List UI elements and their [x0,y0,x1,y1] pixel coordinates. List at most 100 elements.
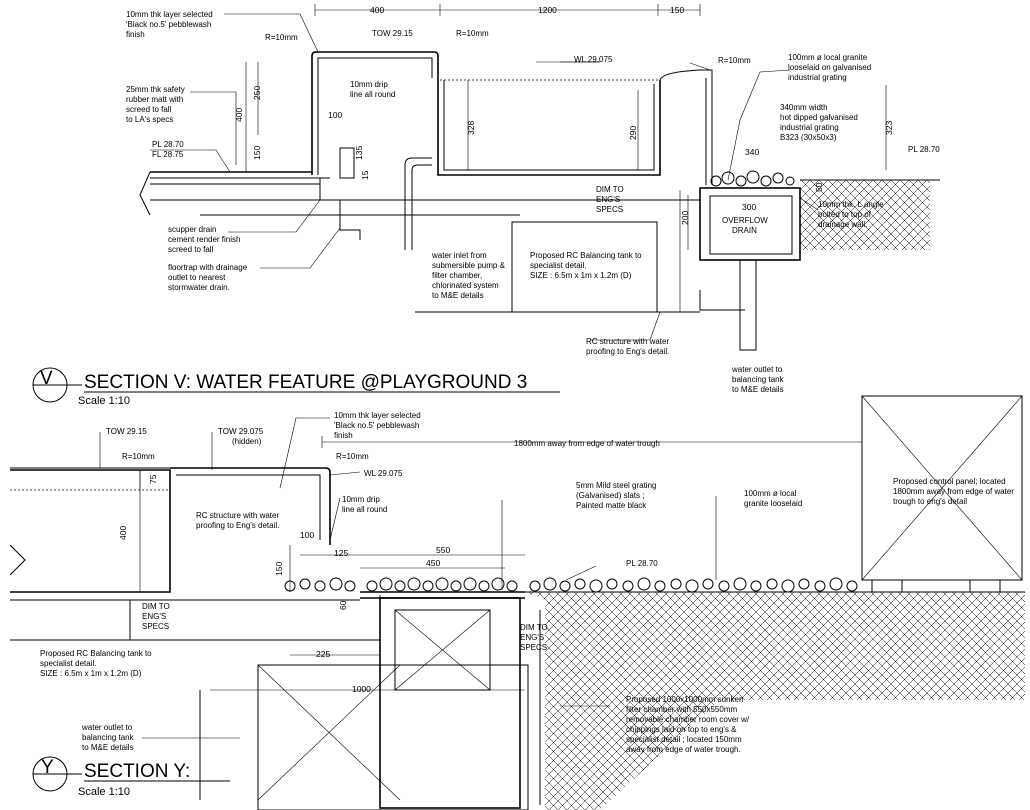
dim-400-top: 400 [370,5,384,15]
section-v-label-granite-3: industrial grating [788,73,847,82]
section-y-label-filter-6: away from edge of water trough. [626,745,741,754]
section-v-label-tank-3: SIZE : 6.5m x 1m x 1.2m (D) [530,271,632,280]
section-v-label-pebblewash-2: 'Black no.5' pebblewash [126,20,211,29]
section-bubble-v-label: V [40,368,53,389]
section-v-label-drip-2: line all round [350,90,395,99]
dim-1200: 1200 [538,5,557,15]
section-y-dimension-d450: 450 [426,558,440,568]
section-y-label-drip-1: 10mm drip [342,495,380,504]
section-v-dimension-d340: 340 [745,147,759,157]
section-v-label-inlet-5: to M&E details [432,291,484,300]
section-v-dimension-d250: 250 [252,86,262,100]
section-v-label-tank-1: Proposed RC Balancing tank to [530,251,642,260]
section-v-label-inlet-2: submersible pump & [432,261,506,270]
section-v-label-granite-2: looselaid on galvanised [788,63,871,72]
section-v-label-outlet-1: water outlet to [731,365,783,374]
section-y-label-steel-2: (Galvanised) slats ; [576,491,644,500]
section-v-label-floortrap-3: stormwater drain. [168,283,230,292]
section-v-label-tank-2: specialist detail. [530,261,586,270]
section-y-label-rc-1: RC structure with water [196,511,279,520]
section-v-label-scupper-1: scupper drain [168,225,216,234]
section-y: TOW 29.15 TOW 29.075 (hidden) 10mm thk l… [9,395,1025,810]
section-y-dimension-d125: 125 [334,548,348,558]
section-v-label-grating-2: hot dipped galvanised [780,113,858,122]
section-v-label-dim-eng-1: DIM TO [596,185,624,194]
section-y-label-control-1: Proposed control panel; located [893,477,1006,486]
section-v-label-granite-1: 100mm ø local granite [788,53,868,62]
section-v-label-r10-mid: R=10mm [456,29,489,38]
section-v-label-rc-2: proofing to Eng's detail. [586,347,669,356]
section-y-scale: Scale 1:10 [78,786,130,798]
section-v-dimension-d290: 290 [628,126,638,140]
granite-stones-y [284,577,858,593]
section-v-label-angle-1: 10mm thk. L angle [818,200,884,209]
section-v: 400 1200 150 [32,4,940,407]
section-y-dimension-d550: 550 [436,545,450,555]
section-y-label-r10-left: R=10mm [122,452,155,461]
section-y-label-outlet-1: water outlet to [81,723,133,732]
section-v-label-outlet-3: to M&E details [732,385,784,394]
section-y-label-granite-2: granite looselaid [744,499,802,508]
section-y-label-dim-eng-a-3: SPECS [142,622,169,631]
section-v-dimension-d135: 135 [354,146,364,160]
section-y-label-rc-2: proofing to Eng's detail. [196,521,279,530]
section-v-label-tow: TOW 29.15 [372,29,413,38]
section-v-dimension-d400-left: 400 [234,108,244,122]
section-v-label-dim-eng-2: ENG'S [596,195,620,204]
section-y-label-control-2: 1800mm away from edge of water [893,487,1014,496]
section-v-label-r10-left: R=10mm [265,33,298,42]
section-v-label-angle-3: drainage wall. [818,220,867,229]
section-y-label-granite-1: 100mm ø local [744,489,797,498]
section-y-label-tank-3: SIZE : 6.5m x 1m x 1.2m (D) [40,669,142,678]
section-y-label-outlet-3: to M&E details [82,743,134,752]
section-y-label-filter-5: specialist detail ; located 150mm [626,735,742,744]
section-y-label-distance: 1800mm away from edge of water trough [514,439,660,448]
section-v-label-pebblewash-1: 10mm thk layer selected [126,10,213,19]
section-y-label-r10-right: R=10mm [336,452,369,461]
section-y-label-steel-3: Painted matte black [576,501,647,510]
section-v-label-drip-1: 10mm drip [350,80,388,89]
ground-hatch-y [525,592,1025,810]
section-y-label-tow-hidden-2: (hidden) [232,437,262,446]
section-v-label-pebblewash-3: finish [126,30,145,39]
section-y-label-pebblewash-2: 'Black no.5' pebblewash [334,421,419,430]
section-v-dimension-d15: 15 [360,170,370,180]
section-v-label-grating-3: industrial grating [780,123,839,132]
section-v-label-floortrap-2: outlet to nearest [168,273,226,282]
section-v-label-outlet-2: balancing tank [732,375,785,384]
section-y-label-filter-3: removable chamber room cover w/ [626,715,750,724]
section-v-label-pl: PL 28.70 [152,140,184,149]
section-y-title: SECTION Y: [84,761,190,782]
section-y-label-dim-eng-b-3: SPECS [520,643,547,652]
section-v-label-wl: WL 29.075 [574,55,613,64]
section-v-label-r10-right: R=10mm [718,56,751,65]
section-v-dimension-d323: 323 [884,121,894,135]
section-v-label-scupper-3: screed to fall [168,245,214,254]
section-v-label-overflow-1: OVERFLOW [722,216,768,225]
section-bubble-y-label: Y [41,757,54,778]
section-y-dimension-d75: 75 [148,474,158,484]
section-v-dimension-d328: 328 [466,121,476,135]
section-y-label-dim-eng-b-1: DIM TO [520,623,548,632]
section-y-label-pebblewash-1: 10mm thk layer selected [334,411,421,420]
section-y-label-tow: TOW 29.15 [106,427,147,436]
section-v-label-inlet-4: chlorinated system [432,281,499,290]
section-v-label-overflow-2: DRAIN [732,226,757,235]
section-y-dimension-d225: 225 [316,649,330,659]
section-v-scale: Scale 1:10 [78,395,130,407]
section-v-dimension-d50: 50 [814,182,824,192]
section-v-label-fl: FL 28.75 [152,150,184,159]
trough-wall-left [311,51,439,175]
section-v-label-grating-4: B323 (30x50x3) [780,133,837,142]
section-y-label-dim-eng-a-1: DIM TO [142,602,170,611]
section-v-label-floortrap-1: floortrap with drainage [168,263,248,272]
section-v-label-inlet-3: filter chamber, [432,271,482,280]
dim-150-top: 150 [670,5,684,15]
section-v-label-pl-right: PL 28.70 [908,145,940,154]
control-panel [861,395,1023,581]
section-y-label-steel-1: 5mm Mild steel grating [576,481,656,490]
section-v-label-rubber-1: 25mm thk safety [126,85,185,94]
scupper-drain [319,178,361,240]
section-y-label-drip-2: line all round [342,505,387,514]
